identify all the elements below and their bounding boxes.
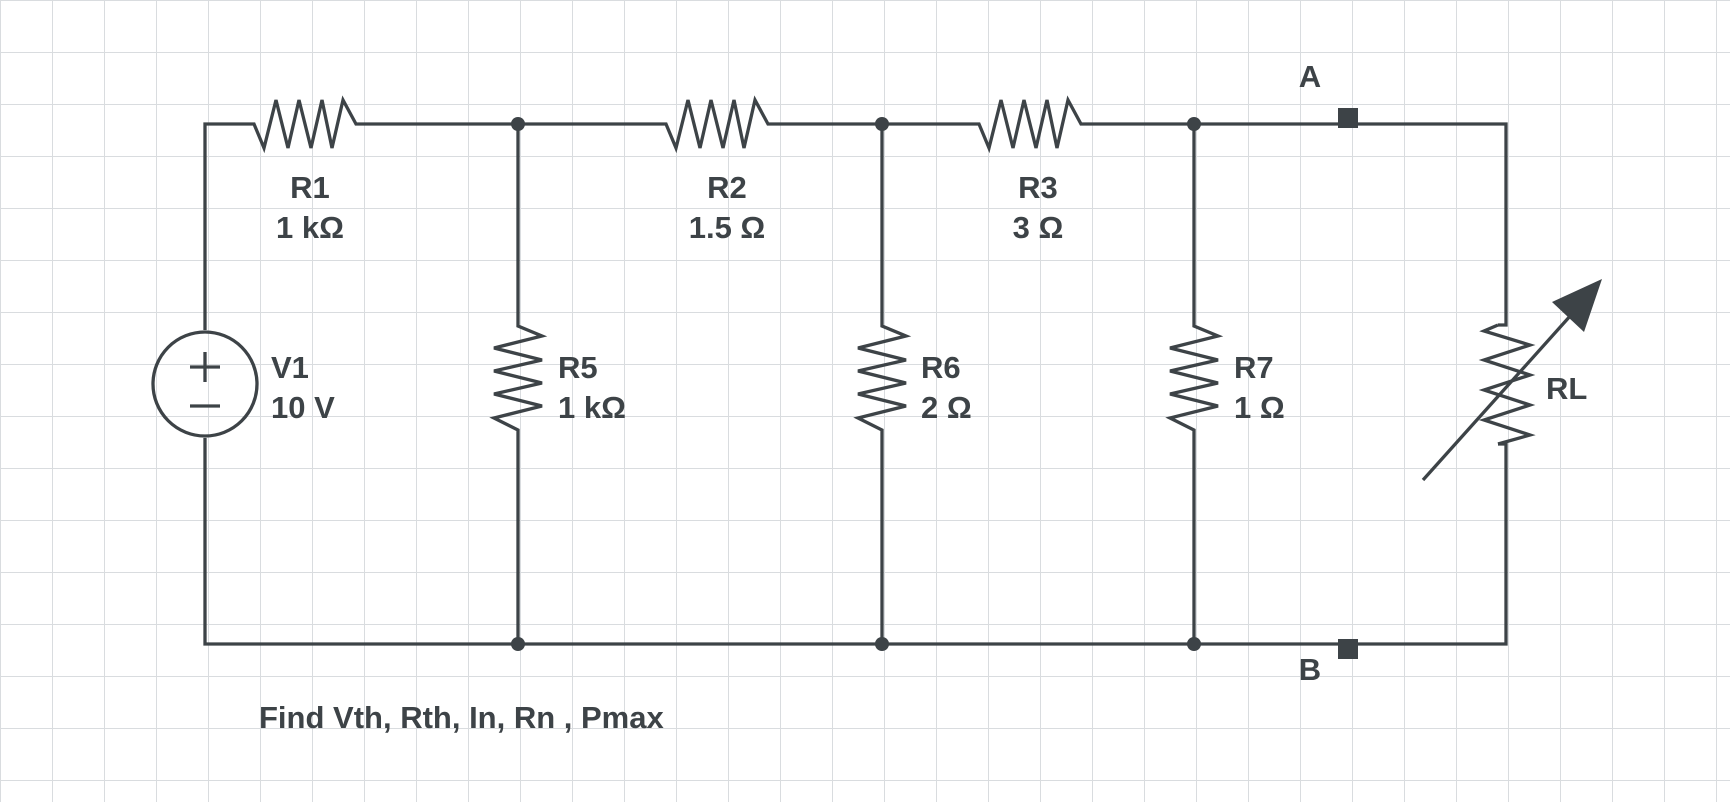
problem-statement: Find Vth, Rth, In, Rn , Pmax [259,700,664,735]
plus-sign [190,352,220,382]
voltage-source-v1 [151,330,259,438]
variable-arrow-shaft [1421,303,1582,482]
junction-node [511,117,525,131]
junction-node [875,637,889,651]
resistor-r5 [489,124,548,644]
bottom-wire [203,438,1508,646]
top-wire [203,95,1508,330]
junction-node [875,117,889,131]
v1-name: V1 [271,350,309,385]
arrow-icon [1552,279,1602,332]
r7-name: R7 [1234,350,1274,385]
terminal-b-label: B [1299,652,1321,687]
r1-value: 1 kΩ [276,210,344,245]
v1-value: 10 V [271,390,335,425]
resistor-r7 [1165,124,1224,644]
r5-value: 1 kΩ [558,390,626,425]
junction-node [1187,117,1201,131]
r1-name: R1 [290,170,330,205]
junction-node [511,637,525,651]
r6-name: R6 [921,350,961,385]
r3-name: R3 [1018,170,1058,205]
rl-name: RL [1546,371,1587,406]
resistor-rl [1478,323,1536,446]
r5-name: R5 [558,350,598,385]
r7-value: 1 Ω [1234,390,1285,425]
resistor-r6 [853,124,912,644]
r2-name: R2 [707,170,747,205]
junction-node [1187,637,1201,651]
terminal-b [1338,639,1358,659]
terminal-a-label: A [1299,59,1321,94]
r6-value: 2 Ω [921,390,972,425]
r2-value: 1.5 Ω [689,210,766,245]
terminal-a [1338,108,1358,128]
r3-value: 3 Ω [1013,210,1064,245]
